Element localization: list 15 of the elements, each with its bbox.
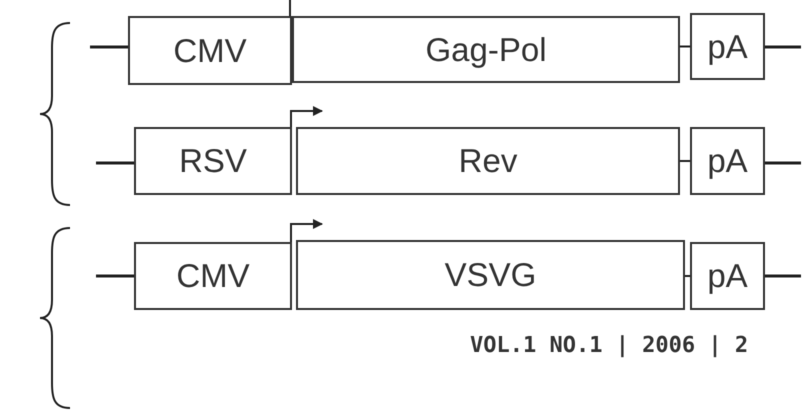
connector-line [680,46,690,48]
gene-element-box: pA [690,127,765,195]
promoter-arrow [290,219,323,242]
gene-element-box: CMV [128,16,292,85]
footer-citation: VOL.1 NO.1 | 2006 | 2 [470,333,748,358]
connector-line [680,160,690,162]
gene-element-box: CMV [134,242,292,310]
connector-line [685,275,690,277]
gene-element-box: RSV [134,127,292,195]
gene-element-box: pA [690,242,765,310]
gene-element-box: pA [690,13,765,80]
gene-element-box: VSVG [296,240,685,310]
gene-element-box: Gag-Pol [292,16,680,83]
promoter-arrow [290,106,323,127]
gene-element-box: Rev [296,127,680,195]
